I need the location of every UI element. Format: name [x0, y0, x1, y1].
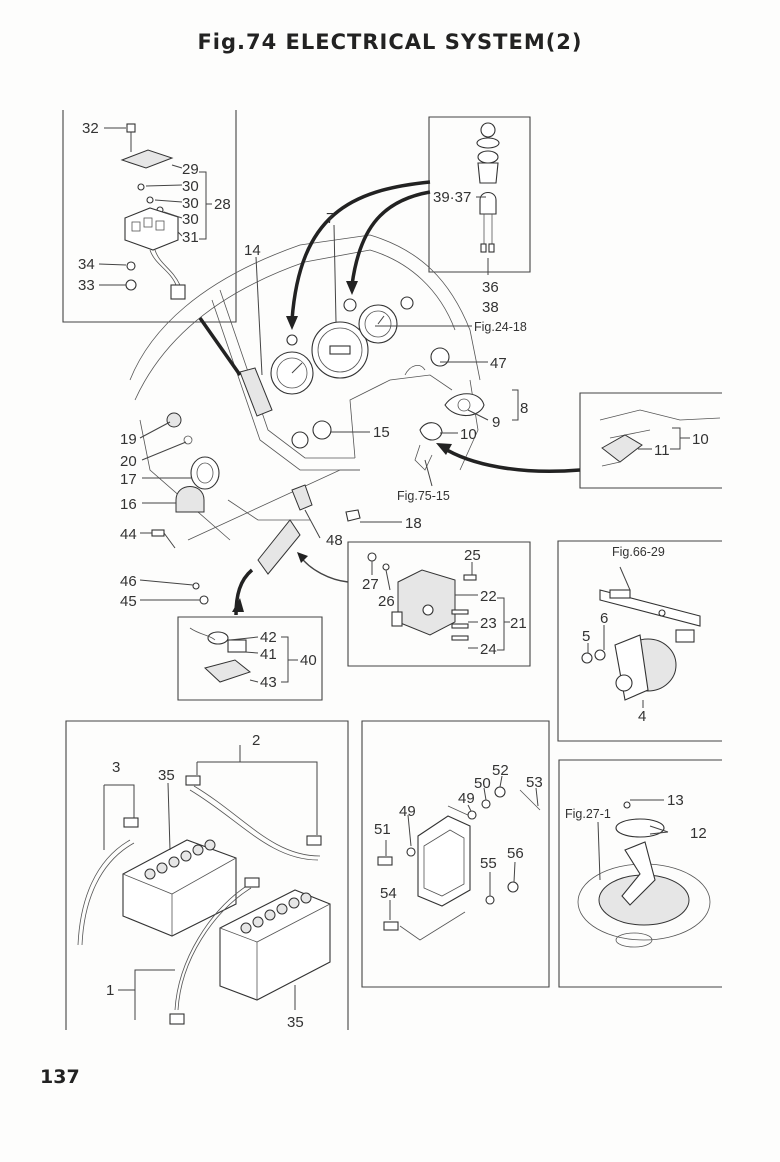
- callout-30b: 30: [182, 195, 199, 212]
- callout-39-37: 39·37: [433, 189, 471, 206]
- regulator-detail: [361, 720, 550, 988]
- callout-32: 32: [82, 120, 99, 137]
- callout-labels: 32 29 30 30 28 30 31 34 33 14 7 39·37 36…: [78, 120, 709, 1031]
- callout-35b: 35: [287, 1014, 304, 1031]
- callout-24: 24: [480, 641, 497, 658]
- callout-54: 54: [380, 885, 397, 902]
- callout-50: 50: [474, 775, 491, 792]
- ref-fig66-29: Fig.66-29: [612, 545, 665, 559]
- fuse-holder-detail: [177, 616, 323, 701]
- callout-56: 56: [507, 845, 524, 862]
- reference-arrows: [198, 180, 581, 616]
- callout-18: 18: [405, 515, 422, 532]
- switch-panel-detail: [62, 110, 237, 323]
- callout-8: 8: [520, 400, 528, 417]
- callout-13: 13: [667, 792, 684, 809]
- figure-title: Fig.74 ELECTRICAL SYSTEM(2): [197, 30, 583, 54]
- callout-33: 33: [78, 277, 95, 294]
- callout-17: 17: [120, 471, 137, 488]
- callout-35a: 35: [158, 767, 175, 784]
- callout-36: 36: [482, 279, 499, 296]
- callout-2: 2: [252, 732, 260, 749]
- ref-fig27-1: Fig.27-1: [565, 807, 611, 821]
- callout-29: 29: [182, 161, 199, 178]
- callout-22: 22: [480, 588, 497, 605]
- callout-52: 52: [492, 762, 509, 779]
- callout-25: 25: [464, 547, 481, 564]
- callout-15: 15: [373, 424, 390, 441]
- callout-49a: 49: [458, 790, 475, 807]
- warning-lamp-detail: [428, 116, 531, 275]
- callout-9: 9: [492, 414, 500, 431]
- callout-5: 5: [582, 628, 590, 645]
- ignition-switch-detail: [579, 392, 722, 489]
- callout-19: 19: [120, 431, 137, 448]
- battery-detail: [65, 720, 349, 1030]
- callout-46: 46: [120, 573, 137, 590]
- callout-21: 21: [510, 615, 527, 632]
- callout-30a: 30: [182, 178, 199, 195]
- callout-28: 28: [214, 196, 231, 213]
- callout-1: 1: [106, 982, 114, 999]
- fuel-sender-detail: [558, 759, 722, 988]
- callout-55: 55: [480, 855, 497, 872]
- callout-3: 3: [112, 759, 120, 776]
- callout-26: 26: [378, 593, 395, 610]
- ref-fig75-15: Fig.75-15: [397, 489, 450, 503]
- callout-27: 27: [362, 576, 379, 593]
- callout-38: 38: [482, 299, 499, 316]
- callout-51: 51: [374, 821, 391, 838]
- callout-12: 12: [690, 825, 707, 842]
- callout-16: 16: [120, 496, 137, 513]
- callout-53: 53: [526, 774, 543, 791]
- callout-43: 43: [260, 674, 277, 691]
- callout-7: 7: [326, 210, 334, 227]
- callout-4: 4: [638, 708, 646, 725]
- callout-31: 31: [182, 229, 199, 246]
- callout-30c: 30: [182, 211, 199, 228]
- lighting-parts: [139, 412, 402, 605]
- callout-10b: 10: [692, 431, 709, 448]
- callout-14: 14: [244, 242, 261, 259]
- dashboard-panel: [129, 224, 519, 541]
- callout-23: 23: [480, 615, 497, 632]
- callout-10: 10: [460, 426, 477, 443]
- callout-49b: 49: [399, 803, 416, 820]
- callout-6: 6: [600, 610, 608, 627]
- callout-41: 41: [260, 646, 277, 663]
- callout-20: 20: [120, 453, 137, 470]
- callout-11: 11: [654, 442, 670, 459]
- page-number: 137: [40, 1066, 80, 1088]
- callout-48: 48: [326, 532, 343, 549]
- callout-40: 40: [300, 652, 317, 669]
- callout-47: 47: [490, 355, 507, 372]
- callout-42: 42: [260, 629, 277, 646]
- callout-44: 44: [120, 526, 137, 543]
- callout-34: 34: [78, 256, 95, 273]
- callout-45: 45: [120, 593, 137, 610]
- relay-detail: [347, 541, 531, 667]
- horn-detail: [557, 540, 722, 742]
- ref-fig24-18: Fig.24-18: [474, 320, 527, 334]
